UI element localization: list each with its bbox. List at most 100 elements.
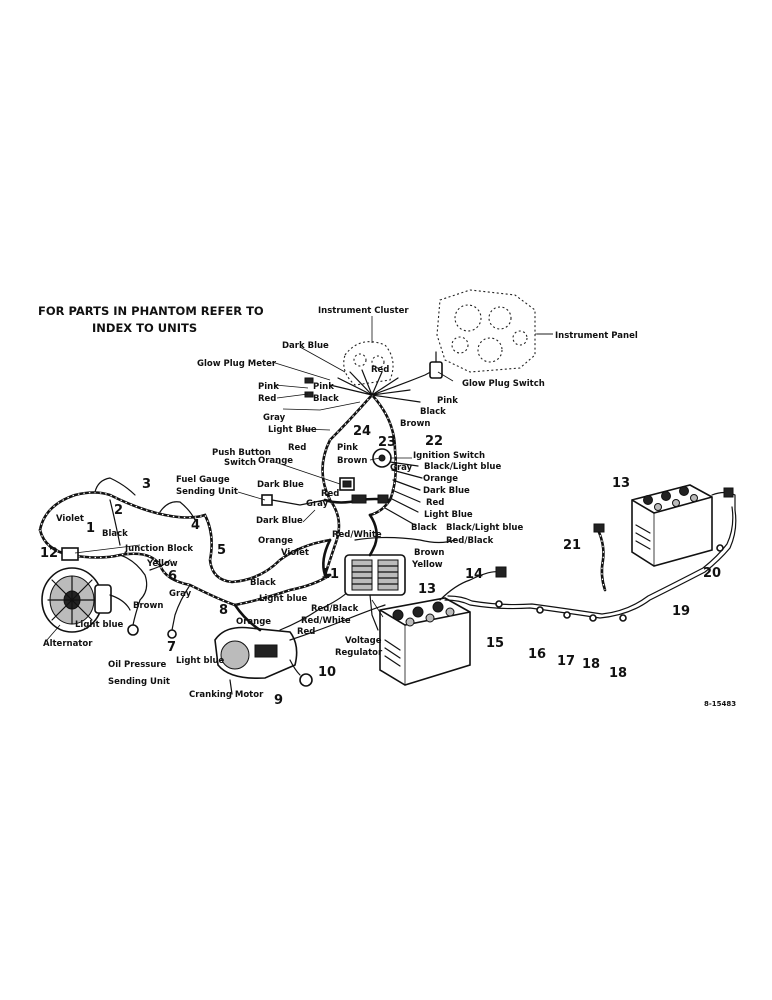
wire-red-black-1: Red/Black	[446, 536, 494, 546]
alternator	[41, 567, 131, 633]
wire-black-harness: Black	[250, 578, 276, 588]
callout-8: 8	[219, 603, 228, 618]
wire-black-lightblue-1: Black/Light blue	[424, 462, 501, 472]
wire-red-r: Red	[426, 498, 444, 508]
wire-dark-blue-top: Dark Blue	[282, 341, 329, 351]
wire-dark-blue-r: Dark Blue	[423, 486, 470, 496]
label-glow-plug-meter: Glow Plug Meter	[197, 359, 277, 369]
push-button-switch	[339, 477, 355, 491]
label-voltage-regulator-2: Regulator	[335, 648, 383, 658]
label-instrument-cluster: Instrument Cluster	[318, 306, 409, 316]
wire-pink-1: Pink	[258, 382, 279, 392]
callout-12: 12	[40, 546, 58, 561]
label-voltage-regulator-1: Voltage	[345, 636, 382, 646]
ground-strap	[593, 523, 607, 592]
wire-orange-fg: Orange	[258, 536, 293, 546]
wire-red-left: Red	[258, 394, 276, 404]
wire-light-blue-left: Light blue	[75, 620, 124, 630]
lamp-part-9	[289, 659, 313, 687]
wire-brown-right: Brown	[400, 419, 430, 429]
callout-5: 5	[217, 543, 226, 558]
callout-9: 9	[274, 693, 283, 708]
label-push-button-2: Switch	[224, 458, 256, 468]
wire-red-fg: Red	[321, 489, 339, 499]
voltage-regulator	[344, 554, 406, 631]
callout-1: 1	[86, 521, 95, 536]
battery-center	[379, 597, 471, 686]
callout-17: 17	[557, 654, 575, 669]
wire-red-cluster: Red	[371, 365, 389, 375]
wire-orange-r: Orange	[423, 474, 458, 484]
callout-2: 2	[114, 503, 123, 518]
wire-orange-mid: Orange	[258, 456, 293, 466]
callout-14: 14	[465, 567, 483, 582]
wire-dark-blue-fg1: Dark Blue	[257, 480, 304, 490]
label-junction-block: Junction Block	[124, 544, 193, 554]
junction-block	[61, 547, 79, 561]
wire-yellow-low: Yellow	[411, 560, 443, 570]
wire-brown-low: Brown	[414, 548, 444, 558]
label-glow-plug-switch: Glow Plug Switch	[462, 379, 545, 389]
wire-orange-low: Orange	[236, 617, 271, 627]
title-line-1: FOR PARTS IN PHANTOM REFER TO	[38, 304, 264, 318]
title-line-2: INDEX TO UNITS	[92, 321, 197, 335]
wire-pink-2: Pink	[313, 382, 334, 392]
callout-20: 20	[703, 566, 721, 581]
callout-24: 24	[353, 424, 371, 439]
main-connector	[323, 494, 392, 504]
callout-21: 21	[563, 538, 581, 553]
callout-6: 6	[168, 569, 177, 584]
glow-plug-switch-icon	[429, 351, 443, 379]
callout-15: 15	[486, 636, 504, 651]
wire-violet-left: Violet	[56, 514, 84, 524]
callout-3: 3	[142, 477, 151, 492]
drawing-number: 8-15483	[704, 700, 736, 708]
label-fuel-gauge-2: Sending Unit	[176, 487, 238, 497]
callout-18-a: 18	[582, 657, 600, 672]
label-oil-pressure-1: Oil Pressure	[108, 660, 167, 670]
instrument-cluster-phantom	[343, 341, 394, 386]
wire-brown-left: Brown	[133, 601, 163, 611]
wire-violet-fg: Violet	[281, 548, 309, 558]
wire-black-lightblue-2: Black/Light blue	[446, 523, 523, 533]
callout-23: 23	[378, 435, 396, 450]
callout-7: 7	[167, 640, 176, 655]
wire-red-mid: Red	[288, 443, 306, 453]
label-ignition-switch: Ignition Switch	[413, 451, 485, 461]
wire-red-black-2: Red/Black	[311, 604, 359, 614]
engine-harness	[38, 477, 332, 639]
wire-brown-mid: Brown	[337, 456, 367, 466]
wire-black-r: Black	[411, 523, 437, 533]
wire-black-cluster: Black	[313, 394, 339, 404]
callout-18-b: 18	[609, 666, 627, 681]
battery-cable	[439, 506, 737, 622]
wire-black-right: Black	[420, 407, 446, 417]
callout-16: 16	[528, 647, 546, 662]
label-fuel-gauge-1: Fuel Gauge	[176, 475, 230, 485]
callout-22: 22	[425, 434, 443, 449]
wire-light-blue-low: Light blue	[176, 656, 225, 666]
wire-light-blue-1: Light Blue	[268, 425, 317, 435]
wire-gray-left: Gray	[169, 589, 192, 599]
label-cranking-motor: Cranking Motor	[189, 690, 264, 700]
instrument-panel-phantom	[436, 289, 536, 373]
callout-11: 11	[321, 567, 339, 582]
callout-13-right: 13	[612, 476, 630, 491]
dash-harness	[304, 351, 443, 577]
cranking-motor	[214, 626, 298, 695]
wire-yellow-left: Yellow	[146, 559, 178, 569]
callout-4: 4	[191, 518, 200, 533]
wire-pink-mid: Pink	[337, 443, 358, 453]
wire-light-blue-r: Light Blue	[424, 510, 473, 520]
callout-10: 10	[318, 665, 336, 680]
wire-red-white-1: Red/White	[332, 530, 382, 540]
wire-red-low: Red	[297, 627, 315, 637]
wire-gray-fg: Gray	[306, 499, 329, 509]
wire-black-left: Black	[102, 529, 128, 539]
battery-right	[631, 484, 713, 567]
wire-red-white-2: Red/White	[301, 616, 351, 626]
label-alternator: Alternator	[43, 639, 93, 649]
wire-light-blue-harness: Light blue	[259, 594, 308, 604]
callout-19: 19	[672, 604, 690, 619]
